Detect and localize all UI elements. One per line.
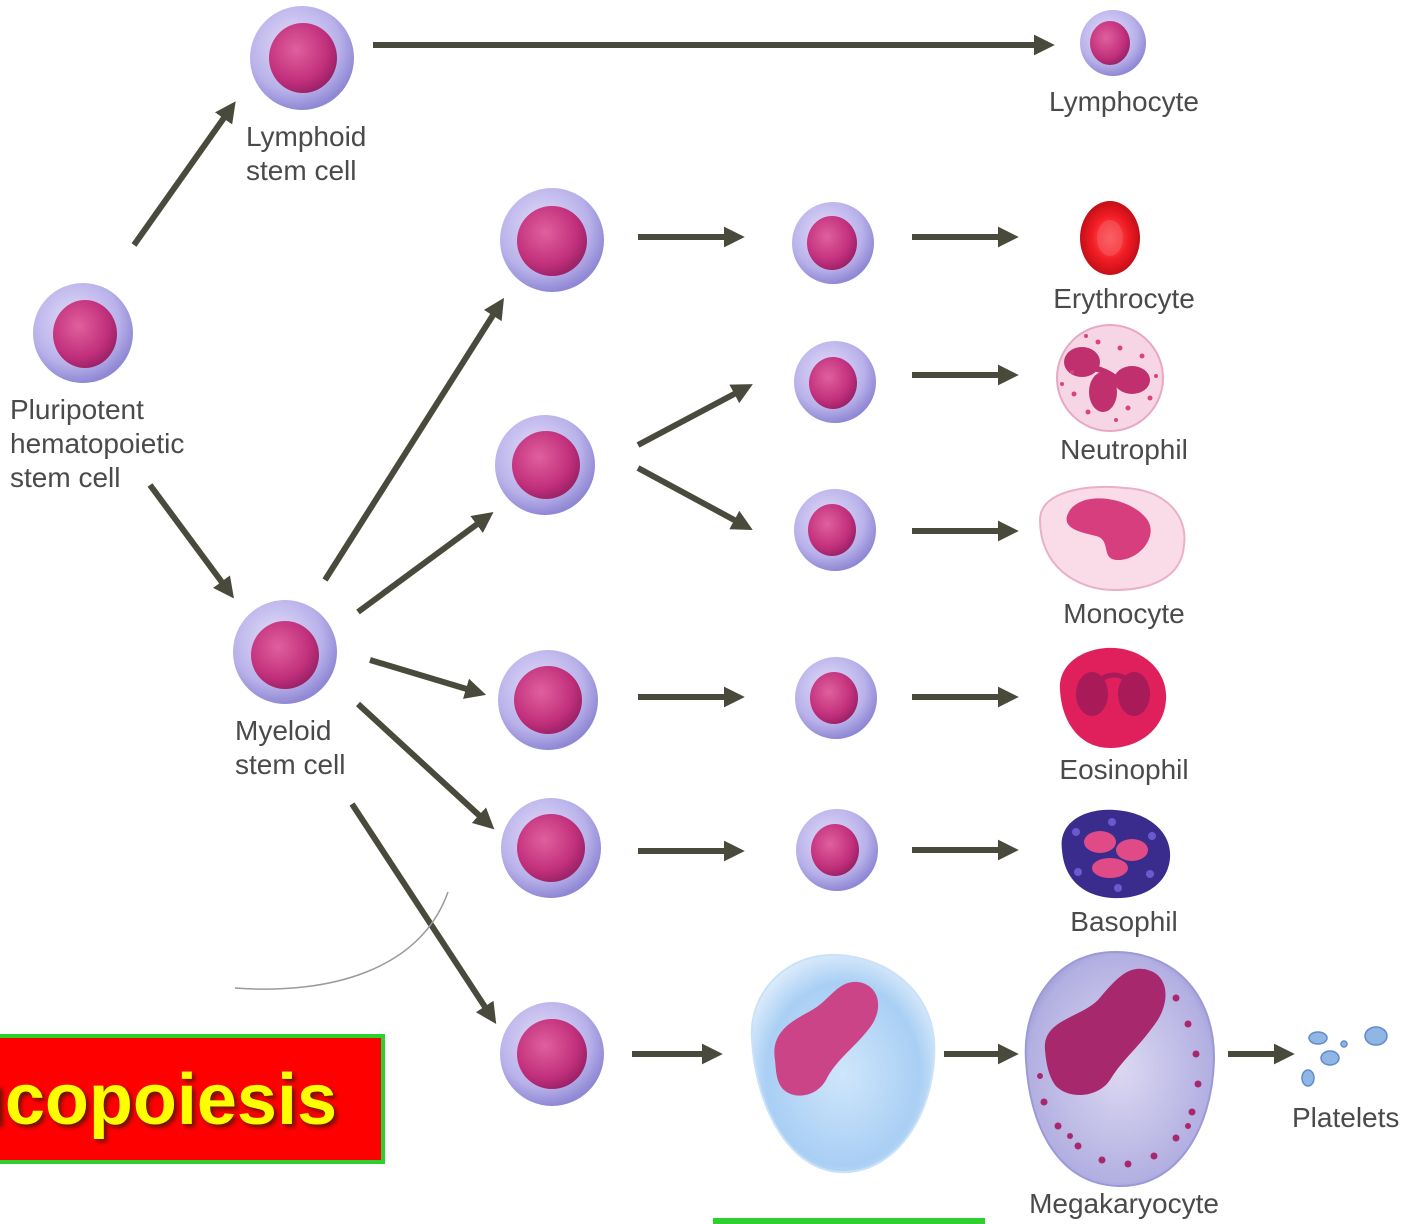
precursor-cell-megakaryocytic (500, 1002, 604, 1106)
platelets-label: Platelets (1292, 1101, 1399, 1135)
pluripotent-label-line3: stem cell (10, 461, 184, 495)
platelets-cluster (1302, 1027, 1387, 1086)
title-text: ucopoiesis (0, 1062, 337, 1138)
precursor-cell-eosinophilic (498, 650, 598, 750)
intermediate-cell-basophil (796, 809, 878, 891)
neutrophil-cell (1057, 325, 1163, 431)
monocyte-cell (1040, 487, 1184, 590)
neutrophil-label: Neutrophil (1060, 433, 1188, 467)
pluripotent-label-line2: hematopoietic (10, 427, 184, 461)
title-banner: ucopoiesis (0, 1034, 385, 1164)
lymphoid-label-line2: stem cell (246, 154, 366, 188)
precursor-cell-granulocytic (495, 415, 595, 515)
lymphocyte-label: Lymphocyte (1049, 85, 1199, 119)
erythrocyte-cell (1080, 201, 1140, 275)
basophil-cell (1062, 810, 1170, 898)
arrow-split-up (638, 392, 738, 445)
megakaryocyte-cell (1026, 952, 1214, 1186)
myeloid-label-line1: Myeloid (235, 714, 345, 748)
myeloid-stem-cell-label: Myeloid stem cell (235, 714, 345, 782)
lymphocyte-cell (1080, 10, 1146, 76)
arrow-myeloid-to-granulocytic (358, 522, 480, 612)
pluripotent-stem-cell-label: Pluripotent hematopoietic stem cell (10, 393, 184, 495)
eosinophil-cell (1060, 648, 1166, 748)
precursor-cell-basophilic (501, 798, 601, 898)
pluripotent-label-line1: Pluripotent (10, 393, 184, 427)
lymphoid-stem-cell-label: Lymphoid stem cell (246, 120, 366, 188)
arrow-myeloid-to-basophilic (358, 704, 482, 818)
precursor-cell-erythroid (500, 188, 604, 292)
myeloid-stem-cell (233, 600, 337, 704)
intermediate-cell-monocyte (794, 489, 876, 571)
arrow-myeloid-to-erythroid (325, 312, 495, 580)
basophil-label: Basophil (1070, 905, 1177, 939)
arrow-pluripotent-to-myeloid (150, 485, 224, 585)
green-strip (713, 1218, 985, 1224)
intermediate-cell-erythroid (792, 202, 874, 284)
arrow-pluripotent-to-lymphoid (134, 115, 226, 245)
intermediate-cell-eosinophil (795, 657, 877, 739)
monocyte-label: Monocyte (1063, 597, 1184, 631)
lymphoid-stem-cell (250, 6, 354, 110)
arrow-myeloid-to-megakaryocytic (352, 804, 487, 1010)
myeloid-label-line2: stem cell (235, 748, 345, 782)
arrow-myeloid-to-eosinophilic (370, 660, 470, 690)
promegakaryocyte-cell (752, 955, 935, 1172)
lymphoid-label-line1: Lymphoid (246, 120, 366, 154)
intermediate-cell-neutrophil (794, 341, 876, 423)
megakaryocyte-label: Megakaryocyte (1029, 1187, 1219, 1221)
pluripotent-stem-cell (33, 283, 133, 383)
eosinophil-label: Eosinophil (1059, 753, 1188, 787)
arrow-split-down (638, 468, 738, 522)
erythrocyte-label: Erythrocyte (1053, 282, 1195, 316)
